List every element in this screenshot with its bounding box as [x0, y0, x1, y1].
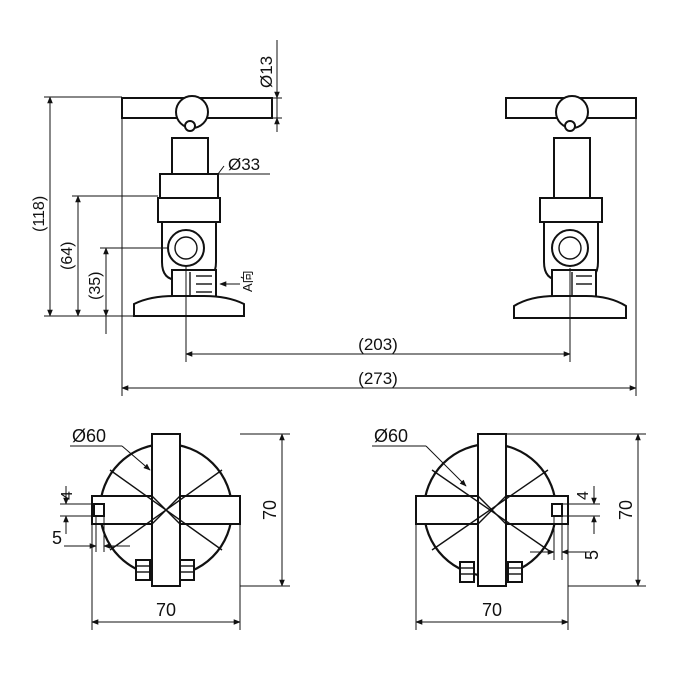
fitting-right: [507, 561, 523, 583]
dim-overall-span: (273): [358, 369, 398, 388]
dim-a: 4: [575, 491, 592, 500]
inlet-port-inner: [174, 236, 198, 260]
dim-width: 70: [156, 600, 176, 620]
handle-screw: [564, 120, 576, 132]
dim-center-span: (203): [358, 335, 398, 354]
dim-height-mid: (64): [59, 242, 76, 270]
fitting-left: [459, 561, 475, 583]
dim-flange-dia: Ø60: [374, 426, 408, 446]
dim-height-low: (35): [87, 272, 104, 300]
collar: [157, 197, 221, 223]
fitting-right: [179, 559, 195, 581]
stem: [171, 137, 209, 175]
pin-slot: [551, 503, 563, 517]
dim-height: 70: [260, 500, 280, 520]
dim-handle-dia: Ø13: [257, 56, 276, 88]
handle-screw: [184, 120, 196, 132]
dim-height-total: (118): [31, 196, 48, 232]
inlet-port-inner: [558, 236, 582, 260]
front-dimensions: Ø13 Ø33 (118) (64) (35) A向 (203) (273): [31, 40, 637, 396]
top-view-left: Ø60 70 70 4 5: [52, 426, 290, 630]
front-valve-left: [121, 95, 273, 317]
inlet-port: [551, 229, 589, 267]
dim-body-dia: Ø33: [228, 155, 260, 174]
pin-slot: [93, 503, 105, 517]
dim-b: 5: [52, 528, 62, 548]
dim-a: 4: [59, 491, 76, 500]
dim-height: 70: [616, 500, 636, 520]
collar: [539, 197, 603, 223]
top-view-right: Ø60 70 70 4 5: [372, 426, 646, 630]
dim-width: 70: [482, 600, 502, 620]
inlet-port: [167, 229, 205, 267]
bonnet-nut: [159, 173, 219, 199]
dim-b: 5: [582, 550, 602, 560]
dim-flange-dia: Ø60: [72, 426, 106, 446]
fitting-left: [135, 559, 151, 581]
base-flange: [133, 295, 245, 317]
front-valve-right: [505, 95, 637, 319]
stem: [553, 137, 591, 199]
view-arrow-label: A向: [240, 270, 255, 292]
